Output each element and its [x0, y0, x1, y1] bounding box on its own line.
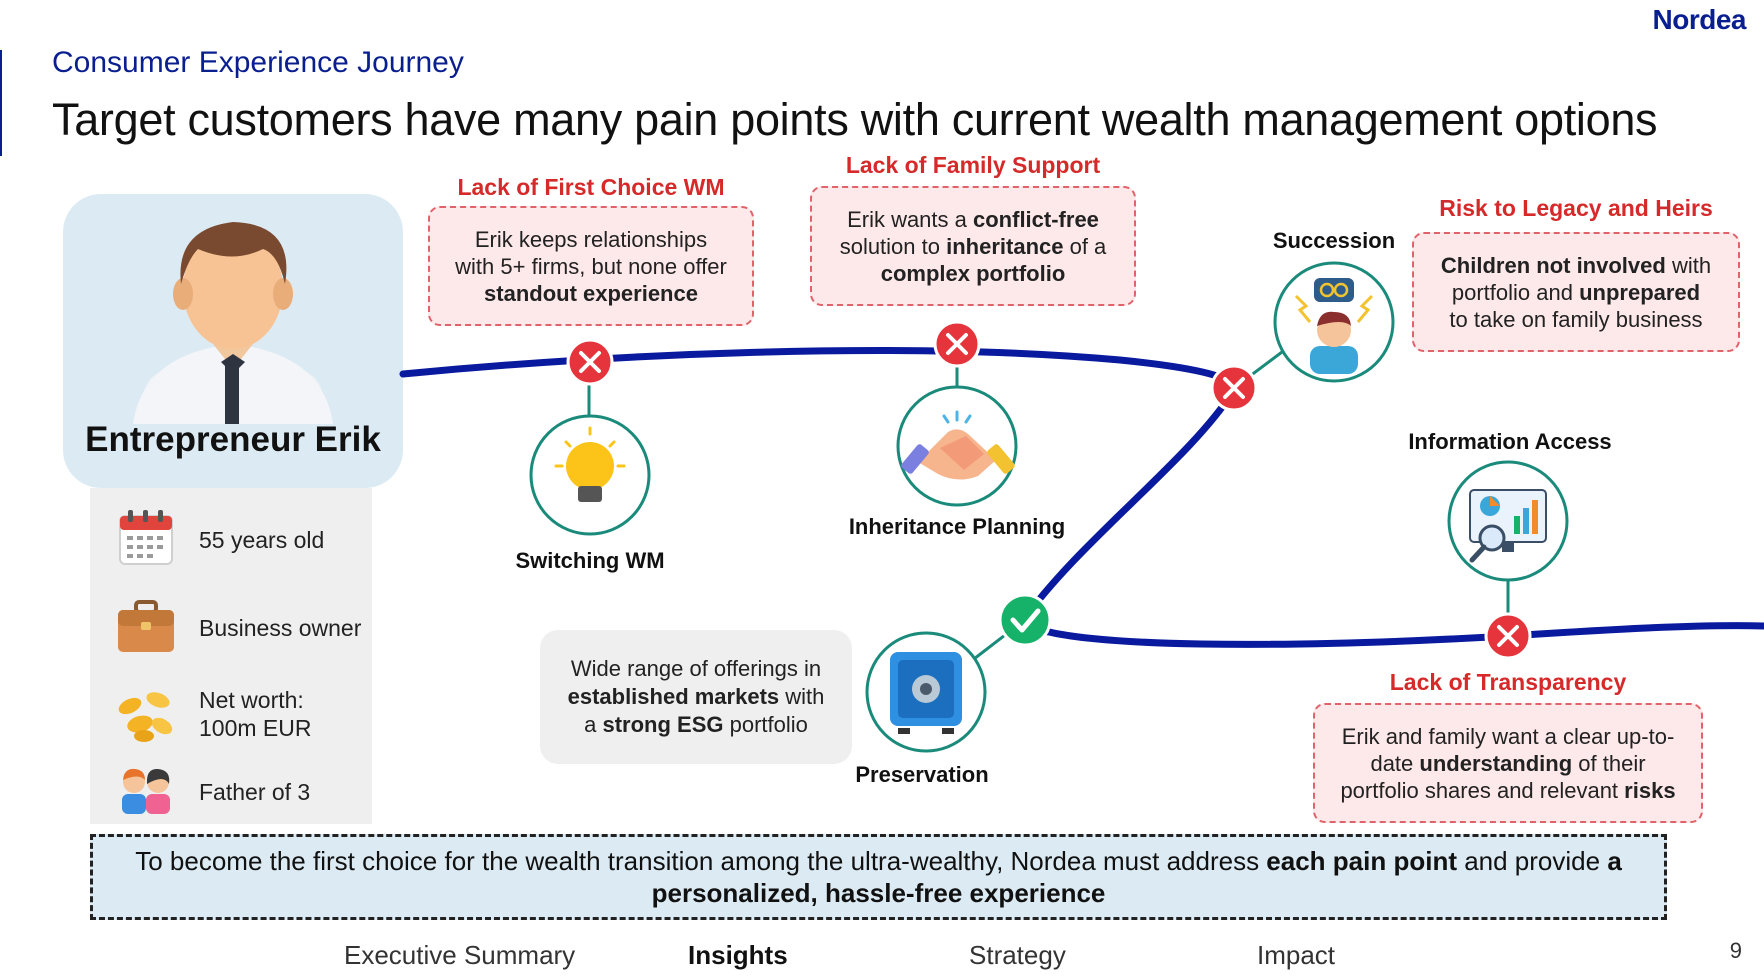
safe-icon	[865, 631, 987, 753]
net-worth-label: Net worth:	[199, 687, 304, 713]
pain-marker-switching	[566, 338, 614, 386]
pain-title-legacy: Risk to Legacy and Heirs	[1439, 195, 1713, 221]
key-takeaway-callout: To become the first choice for the wealt…	[90, 834, 1667, 920]
briefcase-icon	[118, 600, 174, 652]
pain-text-emphasis: complex portfolio	[880, 260, 1066, 286]
nav-insights[interactable]: Insights	[688, 940, 788, 970]
pain-title-first-choice: Lack of First Choice WM	[457, 174, 725, 200]
strength-text-line: established markets with	[567, 684, 825, 709]
pain-title-transparency: Lack of Transparency	[1389, 669, 1627, 695]
stressed-person-icon	[1273, 261, 1395, 383]
pain-text-line: with 5+ firms, but none offer	[455, 253, 727, 279]
pain-marker-succession	[1210, 364, 1258, 412]
fact-family: Father of 3	[90, 750, 372, 826]
fact-age-text: 55 years old	[199, 527, 325, 553]
section-kicker: Consumer Experience Journey	[52, 46, 464, 79]
stage-label-succession: Succession	[1272, 228, 1396, 253]
avatar-icon	[133, 222, 333, 424]
strength-box: Wide range of offerings in established m…	[540, 630, 852, 764]
pain-text-line: to take on family business	[1449, 306, 1703, 332]
analytics-icon	[1447, 460, 1569, 582]
nav-executive-summary[interactable]: Executive Summary	[344, 940, 576, 970]
pain-text-line: Erik and family want a clear up-to-	[1341, 723, 1675, 749]
callout-text: To become the first choice for the wealt…	[135, 846, 1622, 908]
pain-marker-inheritance	[933, 320, 981, 368]
nav-impact[interactable]: Impact	[1257, 940, 1336, 970]
pain-box-first-choice: Erik keeps relationships with 5+ firms, …	[428, 206, 754, 326]
pain-text-emphasis: standout experience	[484, 280, 698, 306]
pain-text-line: solution to inheritance of a	[839, 233, 1107, 259]
pain-box-legacy: Children not involved with portfolio and…	[1412, 232, 1740, 352]
net-worth-value: 100m EUR	[199, 715, 312, 741]
nav-strategy[interactable]: Strategy	[969, 940, 1066, 970]
pain-text-line: Erik wants a conflict-free	[847, 206, 1099, 232]
stage-label-switching: Switching WM	[515, 548, 665, 573]
coins-icon	[118, 692, 173, 742]
pain-marker-information	[1484, 612, 1532, 660]
page-number: 9	[1729, 938, 1742, 963]
fact-age: 55 years old	[90, 498, 372, 574]
stage-label-preservation: Preservation	[855, 762, 989, 787]
page-title: Target customers have many pain points w…	[52, 94, 1658, 145]
left-accent-rule	[0, 50, 2, 156]
calendar-icon	[119, 510, 173, 565]
stage-label-inheritance: Inheritance Planning	[848, 514, 1066, 539]
fact-family-text: Father of 3	[199, 779, 311, 805]
pain-box-family-support: Erik wants a conflict-free solution to i…	[810, 186, 1136, 306]
children-icon	[122, 768, 170, 814]
handshake-icon	[896, 385, 1018, 507]
pain-text-line: date understanding of their	[1370, 750, 1646, 776]
persona-card	[63, 194, 403, 488]
fact-net-worth-text: Net worth: 100m EUR	[199, 686, 311, 742]
pain-box-transparency: Erik and family want a clear up-to- date…	[1313, 703, 1703, 823]
nordea-logo: Nordea	[1652, 4, 1747, 35]
pain-text-line: Erik keeps relationships	[474, 226, 708, 252]
pain-text-line: portfolio and unprepared	[1451, 279, 1701, 305]
persona-name: Entrepreneur Erik	[85, 420, 381, 459]
strength-text-line: a strong ESG portfolio	[584, 712, 808, 737]
pain-text-line: portfolio shares and relevant risks	[1340, 777, 1676, 803]
stage-label-information: Information Access	[1408, 429, 1612, 454]
fact-occupation-text: Business owner	[199, 615, 362, 641]
strength-text-line: Wide range of offerings in	[570, 656, 822, 681]
fact-occupation: Business owner	[90, 586, 372, 662]
success-marker-preservation	[998, 593, 1052, 647]
lightbulb-icon	[529, 414, 651, 536]
persona-facts: 55 years old Business owner Net worth: 1…	[90, 488, 372, 824]
pain-title-family-support: Lack of Family Support	[845, 152, 1101, 178]
pain-text-line: Children not involved with	[1440, 252, 1712, 278]
fact-net-worth: Net worth: 100m EUR	[90, 674, 372, 750]
